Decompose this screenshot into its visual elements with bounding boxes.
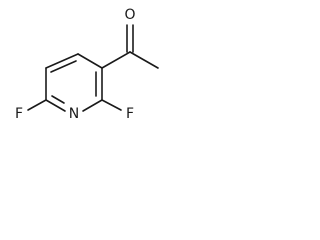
bond-c4-c5	[45, 53, 79, 69]
bond-c3-c4	[77, 53, 103, 69]
bond-c6-f	[27, 99, 47, 111]
bond-c3-carbonyl	[101, 51, 131, 69]
bond-c6-n1	[45, 99, 66, 112]
molecule-structure: O N F F	[15, 7, 159, 122]
bond-c6-n1-inner	[51, 95, 65, 104]
bond-c2-f	[101, 99, 122, 111]
atom-label-fluorine-right: F	[126, 106, 134, 122]
bond-carbonyl-methyl	[129, 51, 159, 69]
atom-label-nitrogen: N	[69, 106, 79, 122]
bond-c4-c5-inner	[50, 60, 77, 73]
bond-n1-c2	[82, 99, 103, 112]
atom-label-oxygen: O	[124, 7, 135, 23]
atom-label-fluorine-left: F	[15, 106, 23, 122]
